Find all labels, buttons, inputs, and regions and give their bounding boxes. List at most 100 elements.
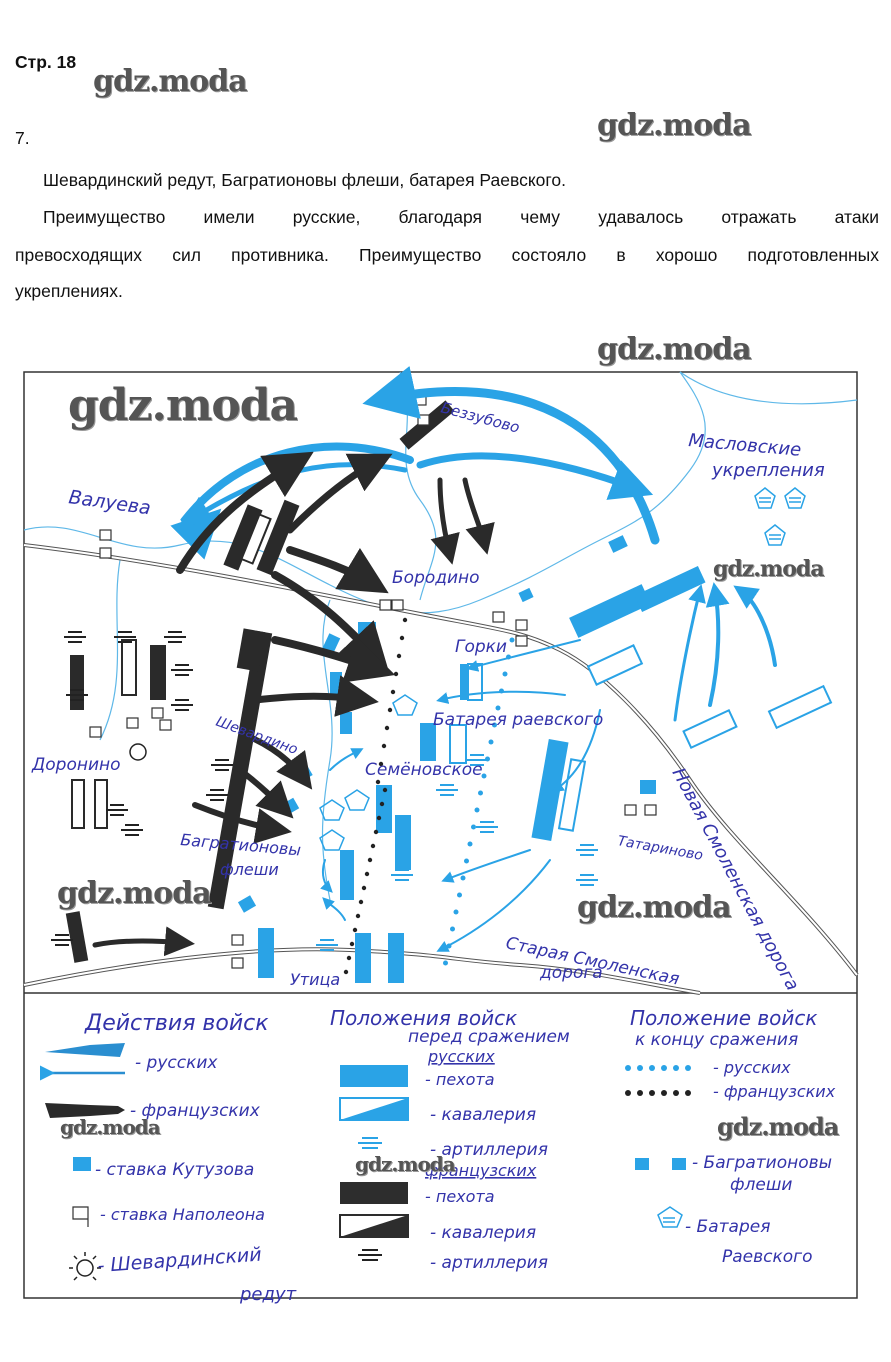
legend-flesh-2: флеши — [730, 1175, 792, 1195]
raevsky-battery-icon — [657, 1206, 683, 1228]
village-icon — [624, 804, 637, 816]
legend-russian-header: русских — [427, 1047, 495, 1066]
label-bagration-flesh-2: флеши — [220, 860, 279, 879]
french-dot-icon — [661, 1090, 667, 1096]
artillery-icon — [316, 939, 338, 951]
french-final-position-dot — [402, 617, 408, 623]
russian-infantry — [376, 785, 392, 833]
french-final-position-dot — [358, 899, 364, 905]
russian-infantry — [258, 928, 274, 978]
watermark: gdz.moda — [597, 332, 752, 367]
village-icon — [231, 957, 244, 969]
russian-final-position-dot — [481, 773, 487, 779]
french-final-position-dot — [393, 671, 399, 677]
french-final-position-dot — [361, 885, 367, 891]
french-infantry — [70, 655, 84, 710]
russian-artillery-icon — [358, 1137, 382, 1149]
artillery-icon — [576, 844, 598, 856]
river — [399, 371, 437, 601]
artillery-icon — [171, 664, 193, 676]
label-utitsa: Утица — [290, 970, 340, 989]
label-new-smolensk-road: Новая Смоленская дорога — [668, 764, 803, 994]
french-final-position-dot — [370, 843, 376, 849]
russian-final-position-dot — [457, 892, 462, 898]
russian-cavalry — [449, 724, 467, 764]
russian-cavalry-icon — [339, 1097, 409, 1121]
village-icon — [515, 619, 528, 631]
russian-infantry — [237, 895, 257, 913]
flesh-icon — [635, 1158, 649, 1170]
village-icon — [99, 547, 112, 559]
french-cavalry — [240, 513, 272, 565]
russian-final-position-dot — [502, 671, 508, 677]
label-valueva: Валуева — [67, 486, 152, 519]
legend-russian-main-arrow-icon — [45, 1043, 125, 1057]
river — [99, 559, 121, 741]
artillery-icon — [51, 934, 73, 946]
label-doronino: Доронино — [31, 755, 121, 775]
village-icon — [89, 726, 102, 738]
french-cavalry-icon — [339, 1214, 409, 1238]
russian-movement-arrow — [320, 859, 333, 893]
russian-dot-icon — [637, 1065, 643, 1071]
legend-artillery-french: - артиллерия — [430, 1253, 548, 1273]
russian-final-position-dot — [478, 790, 483, 796]
french-infantry — [65, 911, 89, 963]
artillery-icon — [171, 699, 193, 711]
river — [679, 371, 858, 405]
battery-icon — [392, 694, 418, 716]
russian-final-position-dot — [450, 926, 455, 932]
french-dot-icon — [685, 1090, 691, 1096]
watermark: gdz.moda — [577, 890, 732, 925]
russian-final-position-dot — [485, 756, 490, 762]
legend-kutuzov: - ставка Кутузова — [95, 1160, 254, 1180]
russian-final-position-dot — [495, 705, 501, 711]
russian-infantry — [634, 566, 706, 612]
battery-icon — [344, 789, 370, 811]
russian-infantry — [355, 933, 371, 983]
french-final-position-dot — [382, 787, 388, 793]
russian-infantry — [330, 672, 342, 694]
new-smolensk-road — [23, 544, 858, 976]
french-infantry — [223, 504, 263, 571]
french-final-position-dot — [349, 941, 355, 947]
legend-end-title-2: к концу сражения — [635, 1030, 798, 1050]
battery-icon — [319, 829, 345, 851]
french-final-position-dot — [343, 969, 349, 975]
russian-final-position-dot — [467, 841, 473, 847]
label-bezzubovo: Беззубово — [439, 398, 522, 436]
french-final-position-dot — [379, 801, 385, 807]
french-movement-arrow — [176, 451, 314, 574]
french-final-position-dot — [355, 913, 361, 919]
village-icon — [126, 717, 139, 729]
village-icon — [379, 599, 392, 611]
russian-final-position-dot — [460, 875, 466, 881]
legend-battery: - Батарея — [685, 1217, 770, 1237]
village-icon — [391, 599, 404, 611]
legend-battery-2: Раевского — [722, 1247, 813, 1267]
russian-infantry — [420, 723, 436, 761]
artillery-icon — [106, 804, 128, 816]
russian-movement-arrow — [733, 585, 777, 667]
legend-artillery: - артиллерия — [430, 1140, 548, 1160]
russian-movement-arrow — [436, 690, 566, 704]
artillery-icon — [466, 754, 488, 766]
artillery-icon — [476, 821, 498, 833]
russian-dot-icon — [625, 1065, 631, 1071]
watermark: gdz.moda — [68, 380, 298, 431]
page-label: Стр. 18 — [15, 52, 77, 72]
legend-infantry: - пехота — [425, 1070, 495, 1089]
village-icon — [159, 719, 172, 731]
kutuzov-hq-icon — [73, 1157, 91, 1171]
french-movement-arrow — [286, 546, 389, 594]
russian-dot-icon — [685, 1065, 691, 1071]
french-dot-icon — [673, 1090, 679, 1096]
french-movement-arrow — [271, 636, 396, 683]
legend-cavalry-french: - кавалерия — [430, 1223, 536, 1243]
french-artillery-icon — [358, 1249, 382, 1261]
artillery-icon — [114, 631, 136, 643]
russian-final-position-dot — [464, 858, 469, 864]
artillery-icon — [576, 874, 598, 886]
